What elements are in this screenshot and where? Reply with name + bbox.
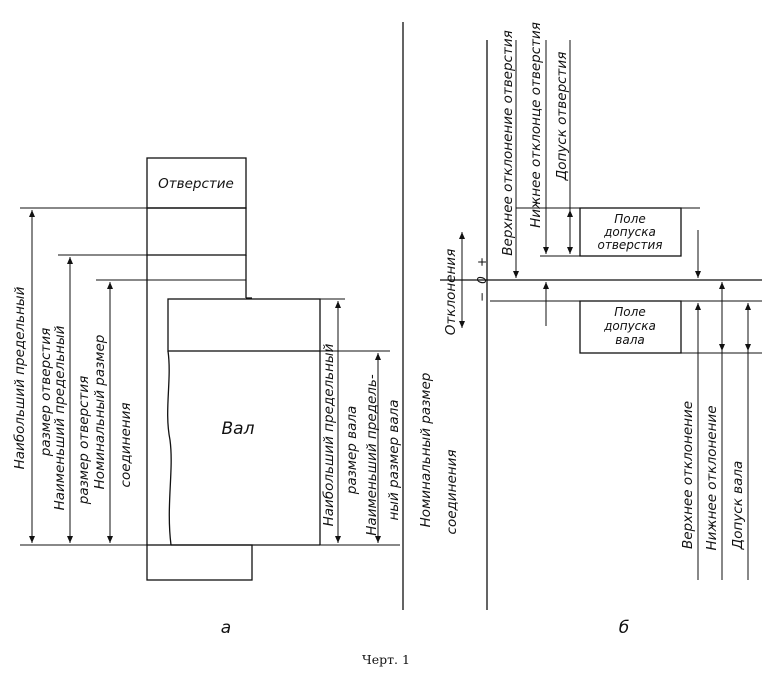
hole-tolerance-zone <box>579 207 682 257</box>
label-upper-dev-hole: Верхнее отклонение отверстия <box>500 30 516 256</box>
label-shaft-tolerance: Допуск вала <box>730 461 746 551</box>
minus-sign: − <box>475 292 489 302</box>
hole-zone-label-1: Поле <box>614 212 645 226</box>
label-shaft-max-2: размер вала <box>344 406 360 496</box>
label-nominal-right-1: Номинальный размер <box>418 373 434 528</box>
hole-zone-label-2: допуска <box>603 225 656 239</box>
label-lower-dev-hole: Нижнее отклонце отверстия <box>528 22 544 228</box>
shaft-label: Вал <box>222 419 255 439</box>
shaft-break-line <box>167 350 172 546</box>
shaft-zone-label-2: допуска <box>603 319 656 333</box>
hole-label: Отверстие <box>158 176 234 192</box>
label-shaft-max-1: Наибольший предельный <box>321 343 337 526</box>
label-upper-dev: Верхнее отклонение <box>680 401 696 549</box>
shaft-zone-label-1: Поле <box>614 305 645 319</box>
figure-a-sublabel: а <box>221 618 231 638</box>
label-nominal-1: Номинальный размер <box>92 335 108 490</box>
figure-b: Поле допуска отверстия Поле допуска вала… <box>440 22 762 638</box>
shaft-section <box>167 298 321 352</box>
label-shaft-min-2: ный размер вала <box>386 399 402 520</box>
hole-zone-label-3: отверстия <box>597 238 662 252</box>
shaft-zone-label-3: вала <box>615 333 644 347</box>
label-hole-tolerance: Допуск отверстия <box>554 52 570 182</box>
label-shaft-min-1: Наименьший предель- <box>364 374 380 536</box>
hole-wall-section <box>146 207 247 256</box>
figure-caption: Черт. 1 <box>362 652 410 667</box>
label-nominal-right-2: соединения <box>444 450 460 535</box>
figure-b-sublabel: б <box>619 618 629 638</box>
zero-sign: 0 <box>475 276 489 284</box>
label-lower-dev: Нижнее отклонение <box>704 405 720 550</box>
label-hole-max-2: размер отверстия <box>38 328 54 458</box>
label-hole-min-2: размер отверстия <box>76 376 92 506</box>
label-hole-max-1: Наибольший предельный <box>12 286 28 469</box>
label-nominal-2: соединения <box>118 403 134 488</box>
deviations-label: Отклонения <box>443 249 459 335</box>
figure-a: Отверстие Вал Наибольший предельный разм… <box>12 157 460 638</box>
hole-bottom-block <box>146 544 253 581</box>
plus-sign: + <box>475 257 489 267</box>
shaft-tolerance-zone <box>579 300 682 354</box>
label-hole-min-1: Наименьший предельный <box>52 325 68 510</box>
